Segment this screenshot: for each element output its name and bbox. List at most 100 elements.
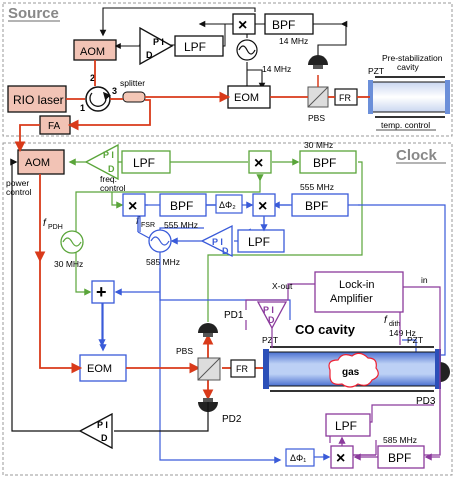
freq-label: 585 MHz [383,435,417,445]
eom-label: EOM [87,363,112,375]
pd1-label: PD1 [224,310,244,321]
pid-label: P I [97,420,108,430]
clock-frame [2,142,453,476]
mixer-symbol: × [238,17,247,34]
fdith-sub: dith [389,321,400,328]
pbs-label: PBS [176,346,193,356]
fr-label: FR [339,93,351,103]
freq-label: 585 MHz [146,257,180,267]
fdith-label: f [384,315,388,326]
photodiode-pd1 [198,323,218,333]
fr-clock [230,359,256,378]
source-title: Source [8,5,59,22]
lpf-label: LPF [133,156,155,170]
power-control-label: power [6,178,29,188]
freq-label: 149 Hz [389,328,416,338]
pid-label: D [222,246,229,256]
pzt-label: PZT [407,335,423,345]
temp-control-label: temp. control [381,120,430,130]
sine-icon [238,45,256,55]
fpdh-sub: PDH [48,224,63,231]
fa-label: FA [48,121,61,132]
dphi-label: ΔΦ₁ [290,453,306,463]
prestab-cavity [369,81,449,113]
lockin-amplifier [314,271,404,313]
fpdh-label: f [43,218,47,229]
freq-control-label: control [100,183,126,193]
prestab-label: cavity [397,62,419,72]
mixer-symbol: × [258,198,267,215]
prestab-label: Pre-stabilization [382,53,443,63]
pbs-label: PBS [308,113,325,123]
mixer-symbol: × [254,155,263,172]
co-cavity-label: CO cavity [295,322,356,337]
eom-label: EOM [234,92,259,104]
source-frame [2,2,453,137]
pid-label: P I [263,305,274,315]
phase-shifter-2 [215,194,243,214]
lpf-label: LPF [335,419,357,433]
port-label: 3 [112,86,117,96]
mixer-symbol: × [128,198,137,215]
pzt-label: PZT [262,335,278,345]
rio-laser [7,85,67,113]
freq-label: 14 MHz [262,64,291,74]
aom-label: AOM [25,157,50,169]
sine-icon [62,237,82,247]
in-label: in [421,275,428,285]
freq-control-label: freq. [100,174,117,184]
freq-label: 14 MHz [279,36,308,46]
pid-blue [200,224,233,258]
bpf-label: BPF [272,18,295,32]
pid-power [78,412,113,450]
fr-label: FR [236,364,248,374]
splitter-label: splitter [120,78,145,88]
gas-cloud [328,352,379,388]
pid-label: D [268,315,275,325]
bpf-label: BPF [170,199,193,213]
aom-clock [17,149,65,175]
mixer-symbol: × [336,450,345,467]
xout-label: X-out [272,281,293,291]
sine-icon [150,236,170,246]
aom-label: AOM [80,46,105,58]
freq-label: 30 MHz [304,140,333,150]
lockin-label: Lock-in [339,279,374,291]
pid-label: D [101,433,108,443]
pzt-label: PZT [368,66,384,76]
bpf-label: BPF [305,199,328,213]
lpf-label: LPF [184,40,206,54]
pid-label: P I [212,237,223,247]
power-control-label: control [6,187,32,197]
bpf-label: BPF [313,156,336,170]
freq-label: 555 MHz [300,182,334,192]
lpf-label: LPF [248,235,270,249]
gas-label: gas [342,367,360,378]
pid-freq [84,143,119,181]
lpf-purple [325,413,371,437]
bpf-label: BPF [388,451,411,465]
pid-label: P I [103,150,114,160]
pd3-label: PD3 [416,396,436,407]
splitter [122,91,146,103]
freq-label: 30 MHz [54,259,83,269]
lpf-freq [121,150,171,174]
pid-label: D [146,50,153,60]
freq-label: 555 MHz [164,220,198,230]
bpf-30mhz [299,150,357,174]
mixer-green [248,150,272,174]
photodiode-pd3 [440,362,450,382]
port-label: 2 [90,73,95,83]
port-label: 1 [80,103,85,113]
photodiode-source [308,55,328,65]
rio-laser-label: RIO laser [13,93,64,107]
dphi-label: ΔΦ₂ [219,200,236,210]
pd2-label: PD2 [222,414,242,425]
pid-label: P I [153,37,164,47]
lockin-label: Amplifier [330,293,373,305]
clock-title: Clock [396,147,438,164]
plus-symbol: + [96,282,107,302]
ffsr-sub: FSR [141,222,155,229]
pid-purple [256,301,288,330]
